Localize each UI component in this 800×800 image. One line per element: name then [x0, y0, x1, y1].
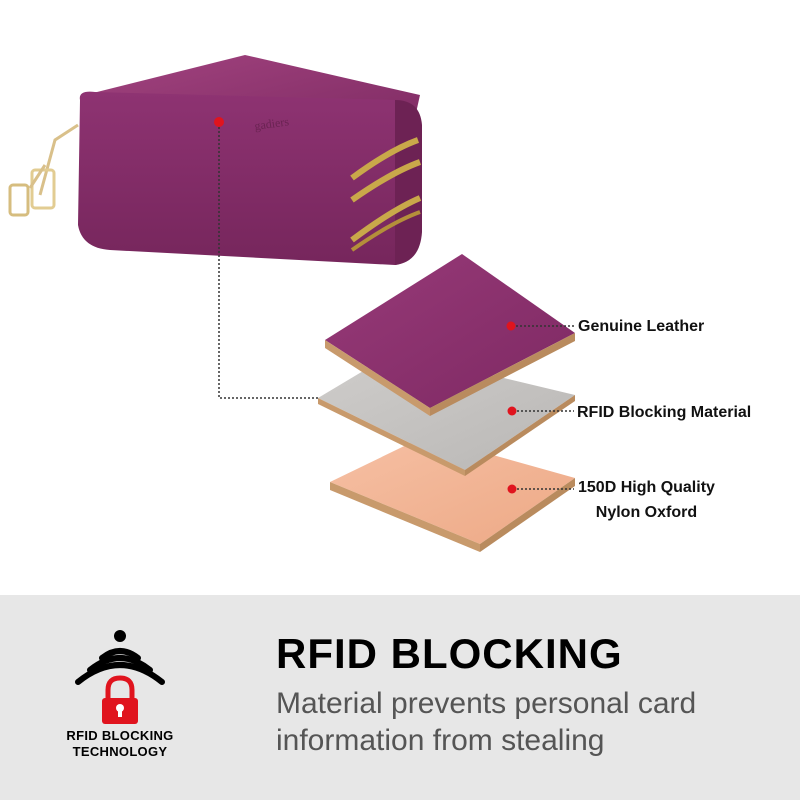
leather-layer — [325, 254, 575, 416]
nylon-label-line2: Nylon Oxford — [595, 504, 698, 522]
nylon-label: 150D High Quality Nylon Oxford — [578, 478, 715, 522]
wallet-illustration: gadiers — [8, 55, 575, 552]
banner-description: Material prevents personal card informat… — [276, 685, 696, 759]
svg-text:gadiers: gadiers — [253, 114, 290, 133]
wallet-marker-dot — [214, 117, 224, 127]
banner-description-line1: Material prevents personal card — [276, 687, 697, 720]
wifi-signal-lock-icon — [75, 630, 165, 724]
wallet: gadiers — [8, 55, 422, 266]
genuine-leather-label: Genuine Leather — [578, 318, 705, 335]
badge-line1: RFID BLOCKING — [66, 728, 174, 743]
banner-headline: RFID BLOCKING — [276, 630, 623, 677]
nylon-layer — [330, 436, 575, 552]
rfid-material-label: RFID Blocking Material — [577, 404, 752, 421]
badge-text: RFID BLOCKING TECHNOLOGY — [40, 728, 200, 760]
nylon-label-line1: 150D High Quality — [578, 479, 715, 496]
banner-description-line2: information from stealing — [276, 724, 605, 757]
badge-line2: TECHNOLOGY — [72, 744, 168, 759]
